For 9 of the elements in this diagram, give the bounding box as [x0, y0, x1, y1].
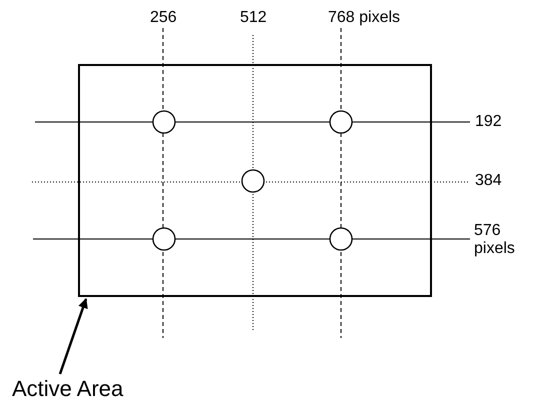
coordinate-label: 576 pixels — [474, 222, 516, 258]
coordinate-label: 512 — [240, 9, 267, 27]
arrow — [58, 298, 88, 374]
active-area-rectangle — [78, 64, 432, 297]
coordinate-label: 768 pixels — [328, 9, 400, 27]
callout-text: Active Area — [12, 376, 142, 404]
coordinate-label: 384 — [475, 172, 502, 190]
coordinate-label: 256 — [150, 9, 177, 27]
coordinate-label: 192 — [475, 113, 502, 131]
